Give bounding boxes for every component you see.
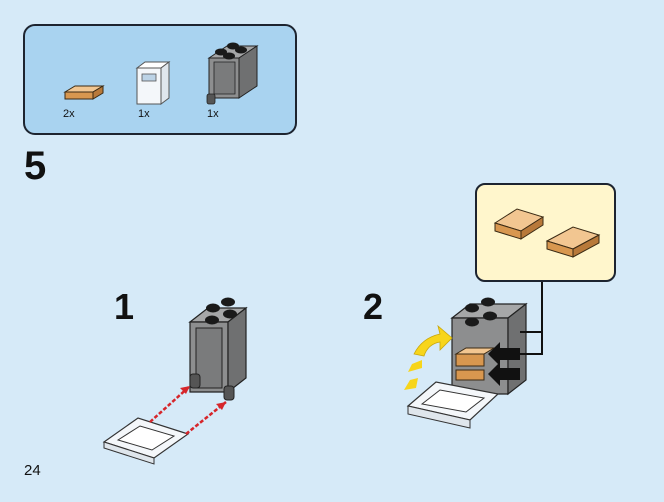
transparent-door-part-icon (135, 61, 171, 105)
part-quantity: 2x (63, 108, 75, 120)
sub-step-2-illustration (404, 297, 528, 429)
parts-list-panel: 2x 1x 1x (23, 24, 297, 135)
sub-step-label: 2 (363, 286, 384, 327)
sub-step-1-illustration (102, 297, 248, 465)
step-number: 5 (24, 144, 47, 188)
tan-tile-icon (545, 226, 601, 258)
sub-step-label: 1 (114, 286, 135, 327)
part-quantity: 1x (138, 108, 150, 120)
page-number: 24 (24, 462, 41, 479)
tan-tile-icon (493, 208, 545, 240)
callout-connector (520, 278, 543, 355)
gray-cupboard-part-icon (206, 42, 259, 105)
part-quantity: 1x (207, 108, 219, 120)
tan-tile-part-icon (63, 85, 105, 100)
callout-panel (475, 183, 616, 282)
